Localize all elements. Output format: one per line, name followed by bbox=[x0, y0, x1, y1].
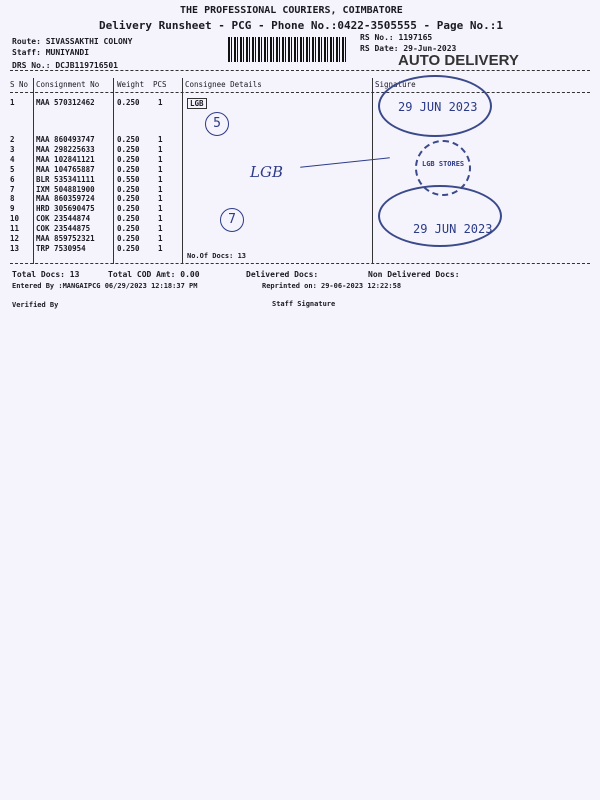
delivered-docs: Delivered Docs: bbox=[246, 270, 319, 279]
reprinted-on: Reprinted on: 29-06-2023 12:22:58 bbox=[262, 282, 402, 290]
cell-cn: TRP 7530954 bbox=[36, 243, 86, 253]
cell-sno: 7 bbox=[10, 184, 15, 194]
stamp-date-1: 29 JUN 2023 bbox=[398, 100, 478, 114]
cell-wt: 0.250 bbox=[117, 184, 140, 194]
seal-text: LGB STORES bbox=[422, 160, 465, 168]
consignee-text: LGB bbox=[187, 98, 207, 109]
col-weight: Weight bbox=[117, 80, 145, 89]
cell-cn: MAA 104765887 bbox=[36, 164, 95, 174]
cell-wt: 0.250 bbox=[117, 98, 140, 107]
cell-cn: HRD 305690475 bbox=[36, 204, 95, 214]
cell-pcs: 1 bbox=[158, 98, 163, 107]
column-line bbox=[113, 78, 114, 264]
cell-wt: 0.550 bbox=[117, 174, 140, 184]
cell-sno: 10 bbox=[10, 214, 20, 224]
cell-sno: 9 bbox=[10, 204, 15, 214]
cell-cn: MAA 102841121 bbox=[36, 154, 95, 164]
divider bbox=[10, 263, 590, 264]
cell-sno: 11 bbox=[10, 224, 20, 234]
cell-cn: MAA 860493747 bbox=[36, 135, 95, 144]
cell-wt: 0.250 bbox=[117, 243, 140, 253]
cell-pcs: 1 bbox=[158, 135, 163, 144]
cell-sno: 12 bbox=[10, 234, 20, 243]
divider bbox=[10, 92, 590, 93]
cell-pcs: 1 bbox=[158, 214, 163, 224]
cell-cn: COK 23544874 bbox=[36, 214, 91, 224]
cell-cn: MAA 860359724 bbox=[36, 194, 95, 204]
handwritten-note: LGB bbox=[250, 163, 283, 181]
cell-pcs: 1 bbox=[158, 194, 163, 204]
total-cod: Total COD Amt: 0.00 bbox=[108, 270, 200, 279]
column-line bbox=[372, 78, 373, 264]
cell-pcs: 1 bbox=[158, 243, 163, 253]
cell-sno: 6 bbox=[10, 174, 15, 184]
cell-cn: MAA 570312462 bbox=[36, 98, 95, 107]
cell-cn: COK 23544875 bbox=[36, 224, 91, 234]
verified-by: Verified By bbox=[12, 301, 59, 309]
col-sno: S No bbox=[10, 80, 29, 89]
no-of-docs: No.Of Docs: 13 bbox=[187, 252, 247, 260]
cell-wt: 0.250 bbox=[117, 164, 140, 174]
cell-wt: 0.250 bbox=[117, 224, 140, 234]
cell-wt: 0.250 bbox=[117, 234, 140, 243]
cell-sno: 4 bbox=[10, 154, 15, 164]
divider bbox=[10, 70, 590, 71]
drs-number: DRS No.: DCJB119716501 bbox=[12, 61, 118, 70]
handwritten-count-5: 5 bbox=[205, 112, 229, 136]
arrow-line bbox=[300, 157, 390, 168]
col-consignee: Consignee Details bbox=[185, 80, 262, 89]
non-delivered-docs: Non Delivered Docs: bbox=[368, 270, 460, 279]
cell-pcs: 1 bbox=[158, 224, 163, 234]
cell-pcs: 1 bbox=[158, 174, 163, 184]
cell-sno: 1 bbox=[10, 98, 15, 107]
cell-cn: IXM 504881900 bbox=[36, 184, 95, 194]
date-stamp bbox=[378, 75, 492, 137]
auto-delivery-stamp: AUTO DELIVERY bbox=[398, 52, 519, 69]
route: Route: SIVASSAKTHI COLONY bbox=[12, 37, 133, 46]
rs-number: RS No.: 1197165 bbox=[360, 33, 433, 42]
cell-pcs: 1 bbox=[158, 144, 163, 154]
column-line bbox=[33, 78, 34, 264]
cell-sno: 8 bbox=[10, 194, 15, 204]
cell-cn: BLR 535341111 bbox=[36, 174, 95, 184]
entered-by: Entered By :MANGAIPCG 06/29/2023 12:18:3… bbox=[12, 282, 198, 290]
cell-pcs: 1 bbox=[158, 184, 163, 194]
cell-wt: 0.250 bbox=[117, 204, 140, 214]
col-consignment: Consignment No bbox=[36, 80, 100, 89]
cell-sno: 3 bbox=[10, 144, 15, 154]
cell-cn: MAA 859752321 bbox=[36, 234, 95, 243]
rs-date: RS Date: 29-Jun-2023 bbox=[360, 44, 457, 53]
barcode bbox=[228, 37, 348, 62]
cell-wt: 0.250 bbox=[117, 154, 140, 164]
staff: Staff: MUNIYANDI bbox=[12, 48, 90, 57]
runsheet-subtitle: Delivery Runsheet - PCG - Phone No.:0422… bbox=[99, 19, 503, 32]
cell-sno: 2 bbox=[10, 135, 15, 144]
cell-wt: 0.250 bbox=[117, 194, 140, 204]
cell-sno: 5 bbox=[10, 164, 15, 174]
col-pcs: PCS bbox=[153, 80, 167, 89]
cell-sno: 13 bbox=[10, 243, 20, 253]
cell-wt: 0.250 bbox=[117, 144, 140, 154]
cell-pcs: 1 bbox=[158, 164, 163, 174]
staff-signature: Staff Signature bbox=[272, 300, 336, 308]
cell-pcs: 1 bbox=[158, 154, 163, 164]
cell-wt: 0.250 bbox=[117, 214, 140, 224]
stamp-date-2: 29 JUN 2023 bbox=[413, 222, 493, 236]
cell-cn: MAA 298225633 bbox=[36, 144, 95, 154]
date-stamp bbox=[378, 185, 502, 247]
company-title: THE PROFESSIONAL COURIERS, COIMBATORE bbox=[180, 5, 403, 16]
total-docs: Total Docs: 13 bbox=[12, 270, 80, 279]
cell-pcs: 1 bbox=[158, 234, 163, 243]
handwritten-count-7: 7 bbox=[220, 208, 244, 232]
cell-pcs: 1 bbox=[158, 204, 163, 214]
cell-wt: 0.250 bbox=[117, 135, 140, 144]
column-line bbox=[182, 78, 183, 264]
